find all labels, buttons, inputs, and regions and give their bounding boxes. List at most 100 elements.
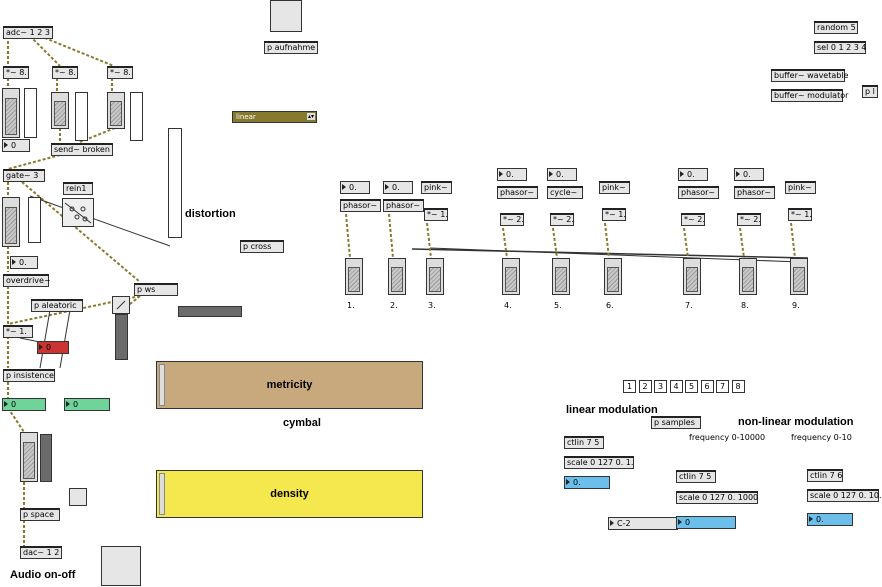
gate-object[interactable]: gate~ 3 xyxy=(3,169,45,182)
preset-button-6[interactable]: 6 xyxy=(700,380,714,393)
scale-1[interactable]: scale 0 127 0. 1. xyxy=(564,456,634,469)
dac-object[interactable]: dac~ 1 2 xyxy=(20,546,62,559)
aleatoric-object[interactable]: p aleatoric xyxy=(31,299,83,312)
number-note[interactable]: C-2 xyxy=(608,517,678,530)
voice-9-gain[interactable] xyxy=(790,258,808,295)
voice-5-mul[interactable]: *~ 2. xyxy=(550,213,574,226)
menu-value: linear xyxy=(236,113,256,121)
voice-2-gain[interactable] xyxy=(388,258,406,295)
matrix-control[interactable] xyxy=(62,198,94,227)
gain-mul-3[interactable]: *~ 8. xyxy=(107,66,133,79)
adc-object[interactable]: adc~ 1 2 3 xyxy=(3,26,53,39)
gain-slider-4[interactable] xyxy=(2,197,20,247)
gain-slider-2[interactable] xyxy=(51,92,69,129)
voice-2-freq[interactable]: 0. xyxy=(383,181,413,194)
interp-menu[interactable]: linear ▴▾ xyxy=(232,111,317,123)
preset-button-3[interactable]: 3 xyxy=(654,380,667,393)
voice-1-source[interactable]: phasor~ xyxy=(340,199,381,212)
voice-7-mul[interactable]: *~ 2. xyxy=(681,213,705,226)
audio-toggle[interactable] xyxy=(101,546,141,586)
voice-7-gain[interactable] xyxy=(683,258,701,295)
voice-4-source[interactable]: phasor~ xyxy=(497,186,538,199)
number-gate[interactable]: 0. xyxy=(10,256,38,269)
number-green-2[interactable]: 0 xyxy=(64,398,110,411)
mul-one-object[interactable]: *~ 1. xyxy=(3,325,33,338)
voice-6-gain[interactable] xyxy=(604,258,622,295)
ctlin-2[interactable]: ctlin 7 5 xyxy=(676,470,716,483)
voice-5-freq[interactable]: 0. xyxy=(547,168,577,181)
freq-range-linear: frequency 0-10000 xyxy=(689,433,766,442)
metricity-knob[interactable] xyxy=(159,364,165,406)
voice-8-label: 8. xyxy=(741,301,749,310)
scale-3[interactable]: scale 0 127 0. 10. xyxy=(807,489,882,502)
number-blue-1[interactable]: 0. xyxy=(564,476,610,489)
voice-6-source[interactable]: pink~ xyxy=(599,181,630,194)
pl-object[interactable]: p l xyxy=(862,85,878,98)
voice-7-source[interactable]: phasor~ xyxy=(678,186,719,199)
voice-3-source[interactable]: pink~ xyxy=(421,181,452,194)
preset-button-2[interactable]: 2 xyxy=(638,380,652,393)
voice-5-source[interactable]: cycle~ xyxy=(547,186,583,199)
send-broken-object[interactable]: send~ broken xyxy=(51,143,113,156)
voice-8-source[interactable]: phasor~ xyxy=(734,186,775,199)
voice-6-mul[interactable]: *~ 1. xyxy=(602,208,626,221)
voice-4-cord xyxy=(502,227,508,259)
voice-1-gain[interactable] xyxy=(345,258,363,295)
voice-3-gain[interactable] xyxy=(426,258,444,295)
buffer-wavetable[interactable]: buffer~ wavetable xyxy=(771,69,848,82)
random-object[interactable]: random 5 xyxy=(814,21,858,34)
voice-2-source[interactable]: phasor~ xyxy=(383,199,424,212)
ws-toggle[interactable] xyxy=(112,296,130,314)
number-green-1[interactable]: 0 xyxy=(2,398,46,411)
output-meter xyxy=(40,434,52,482)
voice-8-mul[interactable]: *~ 2. xyxy=(737,213,761,226)
preset-button-7[interactable]: 7 xyxy=(716,380,729,393)
overdrive-object[interactable]: overdrive~ xyxy=(3,274,51,287)
gain-slider-3[interactable] xyxy=(107,92,125,129)
number-blue-2[interactable]: 0 xyxy=(676,516,736,529)
metricity-slider[interactable]: metricity xyxy=(156,361,423,409)
gain-mul-2[interactable]: *~ 8. xyxy=(52,66,78,79)
samples-object[interactable]: p samples xyxy=(651,416,701,429)
space-object[interactable]: p space xyxy=(20,508,60,521)
voice-8-freq[interactable]: 0. xyxy=(734,168,764,181)
ctlin-1[interactable]: ctlin 7 5 xyxy=(564,436,604,449)
sel-object[interactable]: sel 0 1 2 3 4 xyxy=(814,41,866,54)
rein-object[interactable]: rein1 xyxy=(63,182,93,195)
record-toggle[interactable] xyxy=(270,0,302,32)
space-toggle[interactable] xyxy=(69,488,87,506)
ws-object[interactable]: p ws xyxy=(134,283,178,296)
voice-1-freq[interactable]: 0. xyxy=(340,181,370,194)
voice-7-freq[interactable]: 0. xyxy=(678,168,708,181)
voice-9-source[interactable]: pink~ xyxy=(785,181,816,194)
preset-button-1[interactable]: 1 xyxy=(623,380,636,393)
voice-5-gain[interactable] xyxy=(552,258,570,295)
number-red[interactable]: 0 xyxy=(37,341,69,354)
number-adc[interactable]: 0 xyxy=(2,139,30,152)
preset-button-4[interactable]: 4 xyxy=(669,380,683,393)
ctlin-3[interactable]: ctlin 7 6 xyxy=(807,469,843,482)
cross-object[interactable]: p cross xyxy=(240,240,284,253)
voice-9-mul[interactable]: *~ 1. xyxy=(788,208,812,221)
scale-2[interactable]: scale 0 127 0. 1000 xyxy=(676,491,758,504)
voice-3-mul[interactable]: *~ 1. xyxy=(424,208,448,221)
number-blue-3[interactable]: 0. xyxy=(807,513,853,526)
distortion-slider[interactable] xyxy=(168,128,182,238)
voice-5-label: 5. xyxy=(554,301,562,310)
preset-button-8[interactable]: 8 xyxy=(731,380,745,393)
voice-4-gain[interactable] xyxy=(502,258,520,295)
voice-8-gain[interactable] xyxy=(739,258,757,295)
aufnahme-object[interactable]: p aufnahme xyxy=(264,41,318,54)
voice-4-mul[interactable]: *~ 2. xyxy=(500,213,524,226)
output-gain[interactable] xyxy=(20,432,38,482)
preset-button-5[interactable]: 5 xyxy=(685,380,698,393)
buffer-modulator[interactable]: buffer~ modulator xyxy=(771,89,848,102)
density-slider[interactable]: density xyxy=(156,470,423,518)
voice-4-label: 4. xyxy=(504,301,512,310)
gain-slider-1[interactable] xyxy=(2,88,20,138)
voice-7-gain-fill xyxy=(686,267,698,292)
gain-mul-1[interactable]: *~ 8. xyxy=(3,66,29,79)
density-knob[interactable] xyxy=(159,473,165,515)
insistence-object[interactable]: p insistence xyxy=(3,369,55,382)
voice-4-freq[interactable]: 0. xyxy=(497,168,527,181)
